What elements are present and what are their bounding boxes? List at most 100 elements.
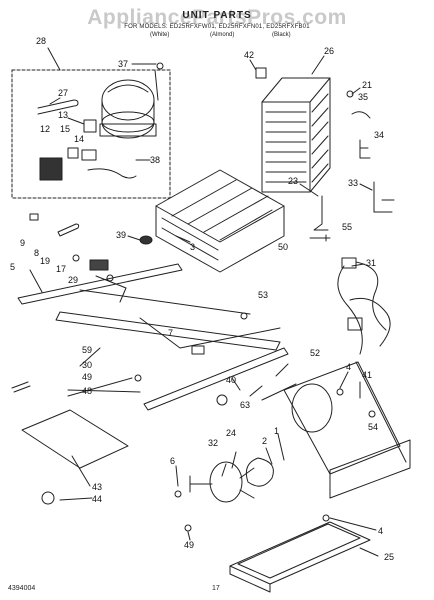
bracket-7 — [191, 345, 205, 355]
compressor — [99, 69, 159, 139]
harness-connector-b — [347, 317, 363, 331]
callout-25: 25 — [384, 552, 394, 562]
callout-42: 42 — [244, 50, 254, 60]
color-white: (White) — [150, 32, 170, 38]
grommet-63 — [216, 394, 228, 406]
page-title: UNIT PARTS — [182, 10, 252, 21]
callout-8: 8 — [34, 248, 39, 258]
leader-lines — [29, 55, 379, 557]
callout-4-bottom: 4 — [378, 526, 383, 536]
color-almond: (Almond) — [210, 32, 235, 38]
callout-12: 12 — [40, 124, 50, 134]
base-frame — [17, 263, 281, 351]
callout-26: 26 — [324, 46, 334, 56]
callout-35: 35 — [358, 92, 368, 102]
fan-motor — [189, 457, 274, 503]
insulation-pad — [21, 409, 129, 469]
part-50-55 — [309, 234, 331, 242]
part-38 — [87, 168, 137, 179]
part-27 — [37, 99, 79, 115]
rail-40 — [143, 347, 289, 411]
part-33 — [373, 181, 395, 213]
screw-49-bottom — [184, 524, 192, 532]
callout-15: 15 — [60, 124, 70, 134]
callout-21: 21 — [362, 80, 372, 90]
tube-52 — [261, 383, 297, 401]
callout-38: 38 — [150, 155, 160, 165]
watermark: AppliancePartsPros.com — [87, 6, 347, 29]
part-23 — [313, 195, 329, 231]
part-9 — [29, 213, 39, 221]
leader-28 — [47, 47, 61, 71]
callout-55: 55 — [342, 222, 352, 232]
callout-30: 30 — [82, 360, 92, 370]
harness-connector-a — [341, 257, 357, 269]
drain-pan — [229, 521, 371, 593]
part-8 — [57, 223, 80, 237]
callout-39: 39 — [116, 230, 126, 240]
callout-4-top: 4 — [346, 362, 351, 372]
model-numbers: FOR MODELS: ED25RFXFW01, ED25RFXFN01, ED… — [124, 24, 310, 30]
document-number: 4394004 — [8, 585, 36, 592]
callout-34: 34 — [374, 130, 384, 140]
part-19 — [72, 254, 80, 262]
part-35 — [351, 111, 371, 119]
callout-3: 3 — [190, 242, 195, 252]
callout-14: 14 — [74, 134, 84, 144]
screw-54 — [368, 410, 376, 418]
part-34 — [359, 139, 371, 159]
callout-53: 53 — [258, 290, 268, 300]
callout-28: 28 — [36, 36, 46, 46]
callout-numbers: 28 37 27 13 12 15 14 38 42 26 21 35 34 2… — [10, 36, 394, 562]
condenser — [155, 169, 285, 273]
part-42 — [255, 67, 267, 79]
screw-4-bottom — [322, 514, 330, 522]
screw-21 — [346, 90, 354, 98]
callout-37: 37 — [118, 59, 128, 69]
part-15 — [67, 147, 79, 159]
callout-54: 54 — [368, 422, 378, 432]
callout-17: 17 — [56, 264, 66, 274]
callout-5: 5 — [10, 262, 15, 272]
fan-bracket — [283, 361, 411, 499]
callout-9: 9 — [20, 238, 25, 248]
callout-23: 23 — [288, 176, 298, 186]
callout-48: 48 — [82, 386, 92, 396]
callout-7: 7 — [168, 328, 173, 338]
callout-1: 1 — [274, 426, 279, 436]
evaporator — [261, 77, 331, 193]
callout-27: 27 — [58, 88, 68, 98]
callout-41: 41 — [362, 370, 372, 380]
page-number: 17 — [212, 585, 220, 592]
callout-33: 33 — [348, 178, 358, 188]
screw-53 — [240, 312, 248, 320]
callout-32: 32 — [208, 438, 218, 448]
part-13 — [83, 119, 97, 133]
part-12 — [39, 157, 63, 181]
callout-24: 24 — [226, 428, 236, 438]
part-59 — [11, 381, 31, 393]
part-14 — [81, 149, 97, 161]
callout-49: 49 — [82, 372, 92, 382]
callout-29: 29 — [68, 275, 78, 285]
leader-39 — [127, 235, 141, 241]
grommet-37 — [156, 62, 164, 70]
callout-31: 31 — [366, 258, 376, 268]
screw-4-top — [336, 388, 344, 396]
callout-2: 2 — [262, 436, 267, 446]
callout-52: 52 — [310, 348, 320, 358]
callout-49-bottom: 49 — [184, 540, 194, 550]
wire-harness — [337, 261, 391, 355]
callout-63: 63 — [240, 400, 250, 410]
compressor-group-box — [11, 69, 171, 199]
callout-59: 59 — [82, 345, 92, 355]
screw-49 — [134, 374, 142, 382]
callout-50: 50 — [278, 242, 288, 252]
color-black: (Black) — [272, 32, 291, 38]
callout-19: 19 — [40, 256, 50, 266]
callout-43: 43 — [92, 482, 102, 492]
callout-44: 44 — [92, 494, 102, 504]
part-44 — [41, 491, 55, 505]
grommet-39 — [139, 235, 153, 245]
